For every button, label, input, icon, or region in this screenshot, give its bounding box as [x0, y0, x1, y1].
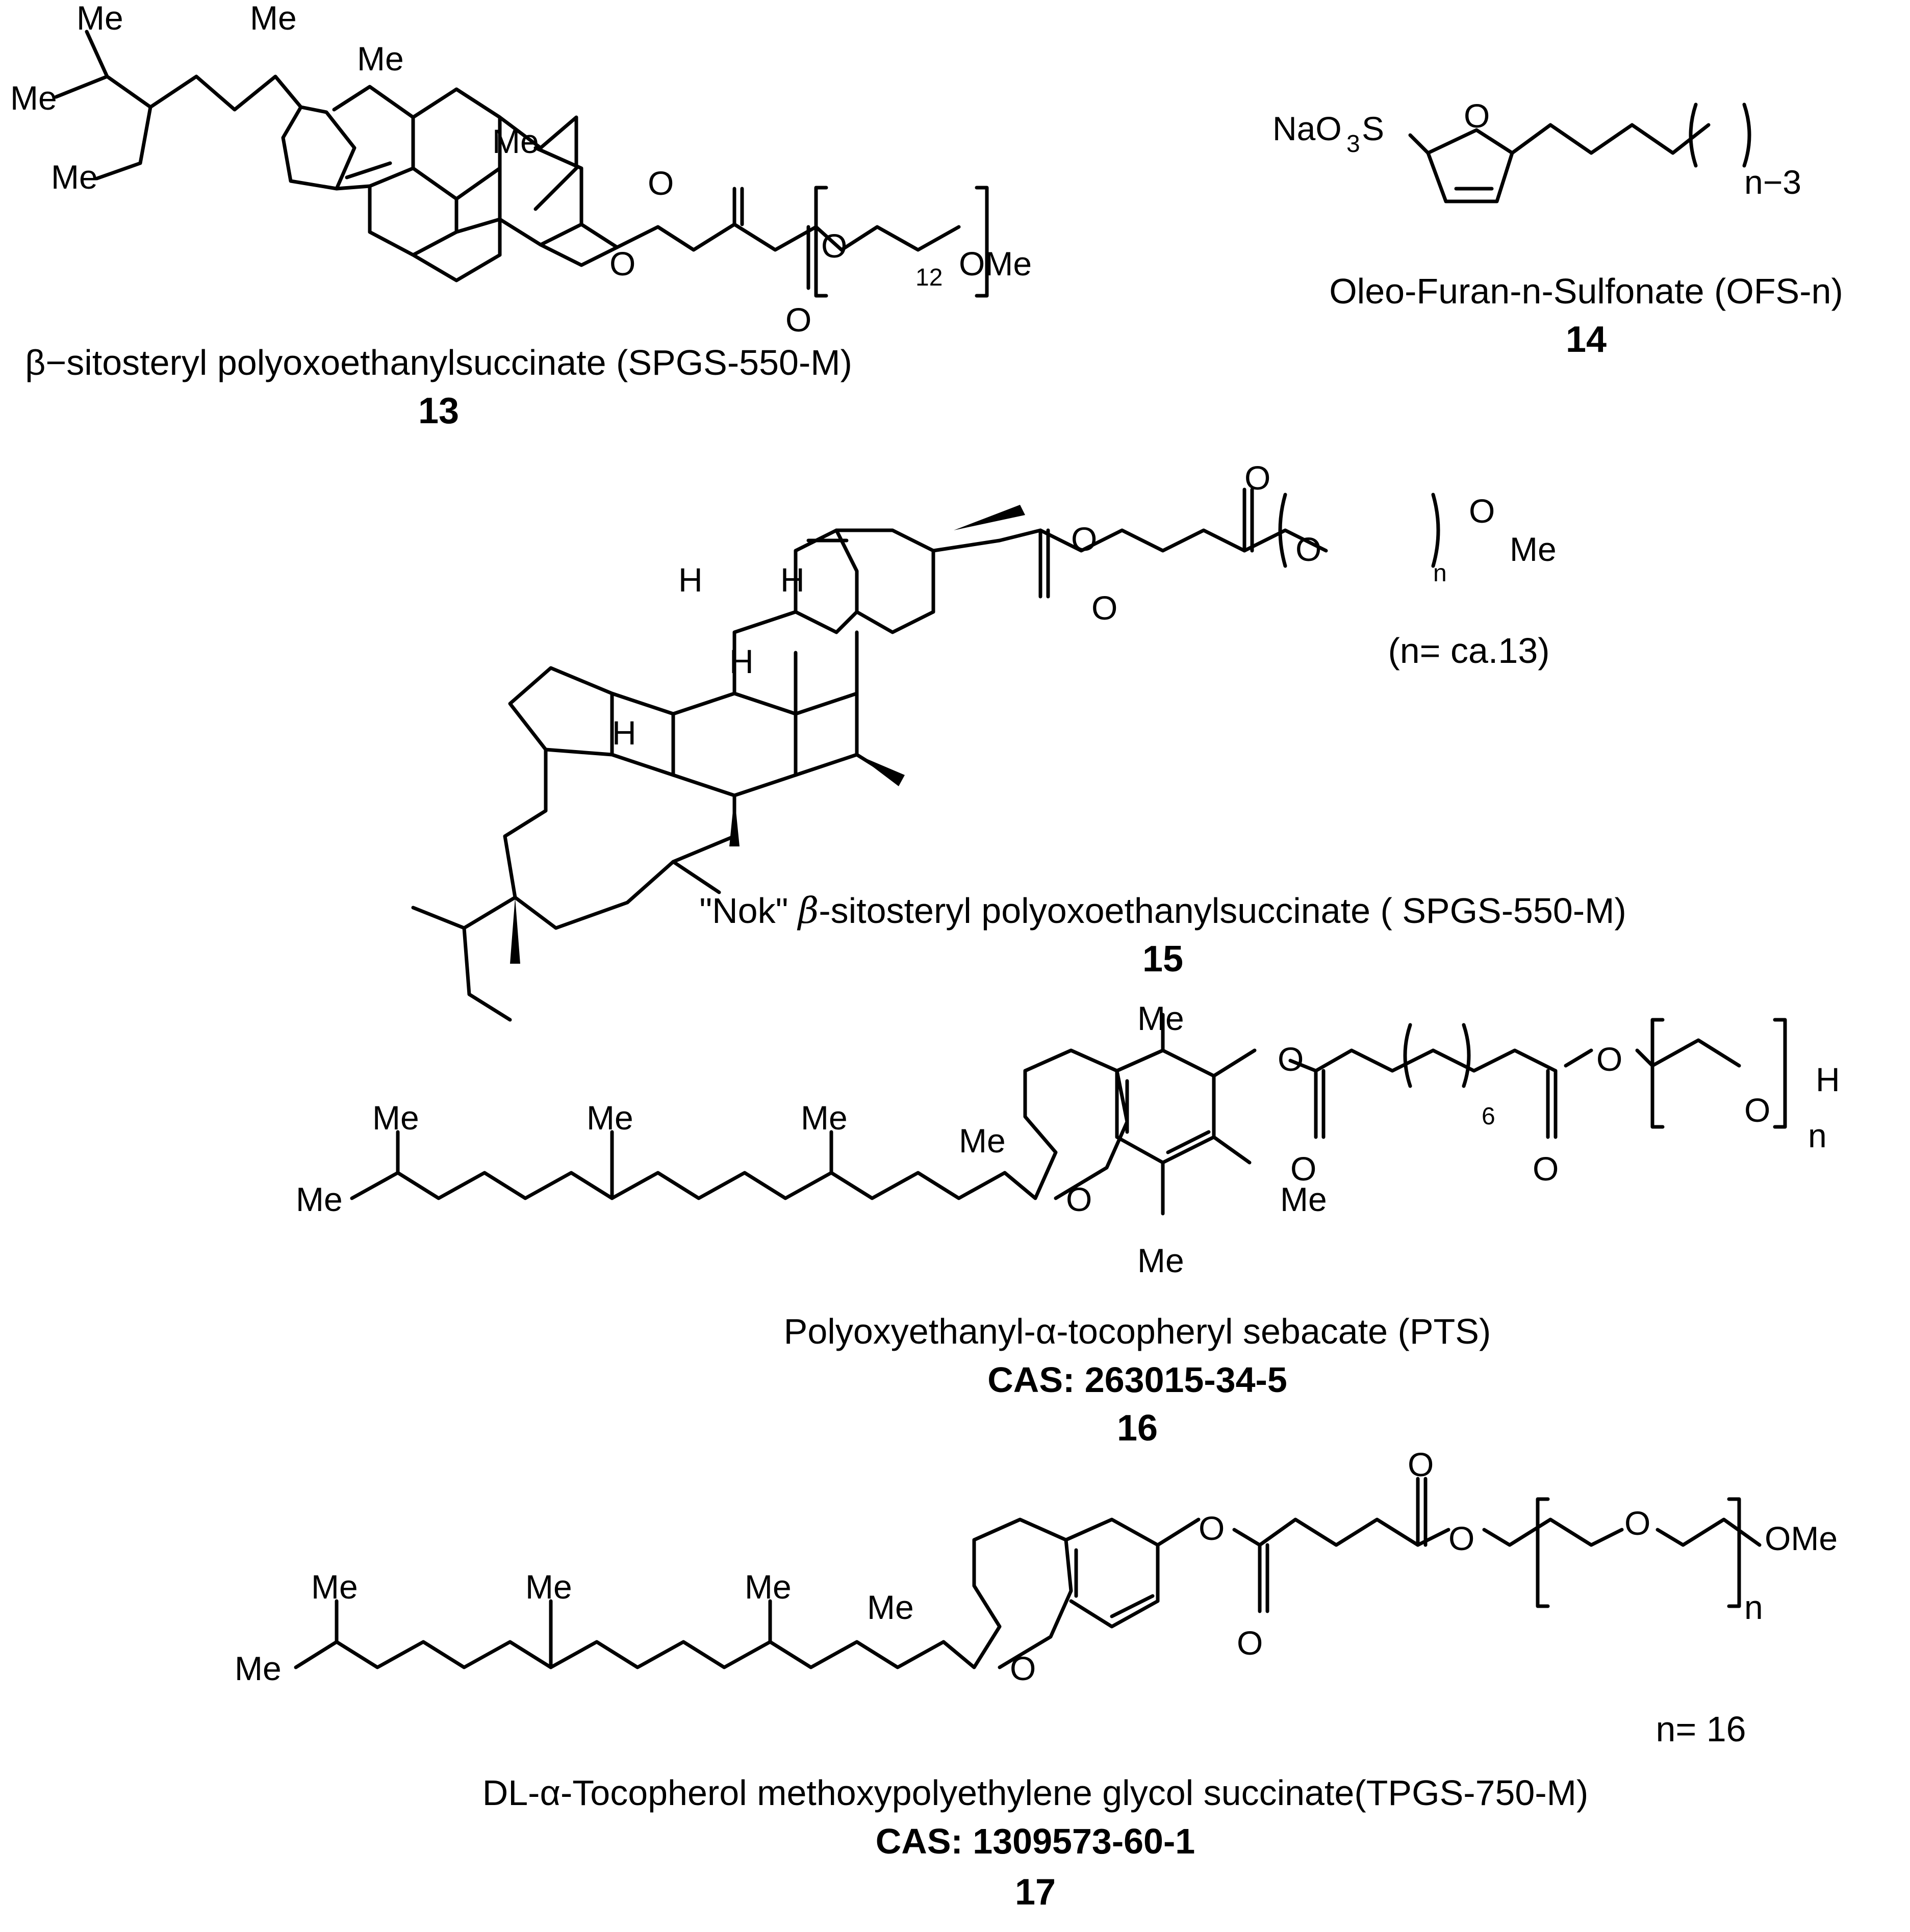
label-me: Me [1280, 1180, 1327, 1218]
repeat-count: n [1433, 560, 1447, 587]
label-o: O [1066, 1180, 1092, 1218]
label-me: Me [867, 1588, 914, 1626]
label-ome: OMe [959, 245, 1032, 282]
label-o: O [1091, 589, 1117, 627]
label-h: H [780, 561, 805, 599]
label-h: H [612, 714, 636, 752]
compound-17-number: 17 [1015, 1872, 1056, 1913]
compound-15-note: (n= ca.13) [1388, 631, 1549, 671]
label-me: Me [51, 158, 98, 196]
label-o: O [1199, 1509, 1225, 1547]
label-s: S [1362, 110, 1384, 147]
label-h: H [729, 642, 754, 680]
label-o: O [1237, 1624, 1263, 1662]
label-me: Me [311, 1568, 358, 1606]
label-me: Me [250, 0, 297, 37]
compound-14-number: 14 [1566, 319, 1607, 360]
label-me: Me [801, 1099, 848, 1137]
label-o: O [648, 164, 674, 202]
label-me: Me [959, 1122, 1006, 1160]
label-me: Me [296, 1180, 343, 1218]
compound-13-structure: Me Me Me Me Me Me O O O O OMe 12 [10, 0, 1032, 339]
label-me: Me [1137, 1242, 1184, 1279]
label-o: O [1533, 1150, 1559, 1188]
label-o: O [1295, 530, 1321, 568]
label-o: O [609, 245, 635, 282]
label-me: Me [235, 1650, 282, 1687]
label-me: Me [745, 1568, 792, 1606]
label-me: Me [372, 1099, 419, 1137]
label-me: Me [1510, 530, 1557, 568]
label-me: Me [77, 0, 123, 37]
compound-17-cas: CAS: 1309573-60-1 [876, 1821, 1195, 1861]
label-o: O [785, 301, 811, 339]
compound-16-name: Polyoxyethanyl-α-tocopheryl sebacate (PT… [784, 1311, 1491, 1351]
label-me: Me [1137, 999, 1184, 1037]
compound-16-cas: CAS: 263015-34-5 [987, 1360, 1287, 1400]
compound-14-structure: NaO 3 S O n−3 [1272, 97, 1801, 203]
label-me: Me [10, 79, 57, 117]
compound-16-number: 16 [1117, 1408, 1158, 1449]
label-na: NaO [1272, 110, 1342, 147]
compound-13-name: β−sitosteryl polyoxoethanylsuccinate (SP… [25, 343, 852, 382]
label-me: Me [357, 40, 404, 78]
label-o: O [1469, 492, 1495, 530]
compound-17-structure: Me Me Me Me Me O O O O O O OMe n [235, 1446, 1838, 1687]
compound-15-structure: H H H H O O O O O Me n [411, 459, 1557, 1022]
label-o: O [1408, 1446, 1434, 1483]
label-o: O [1071, 520, 1097, 558]
compound-17-note: n= 16 [1656, 1709, 1746, 1749]
label-me: Me [525, 1568, 572, 1606]
compound-16-structure: Me Me Me Me Me O Me O O Me Me 6 O O O H … [296, 999, 1840, 1279]
label-ome: OMe [1765, 1519, 1838, 1557]
repeat-count: 6 [1482, 1103, 1495, 1130]
compound-15-name: "Nok" β-sitosteryl polyoxoethanylsuccina… [699, 890, 1626, 932]
label-three: 3 [1346, 131, 1360, 158]
compound-14-name: Oleo-Furan-n-Sulfonate (OFS-n) [1329, 271, 1843, 311]
label-o: O [1244, 459, 1270, 497]
label-o: O [1290, 1150, 1316, 1188]
label-h: H [1816, 1061, 1840, 1098]
label-o: O [1464, 97, 1490, 135]
compound-13-number: 13 [418, 391, 459, 431]
label-o: O [1448, 1519, 1474, 1557]
label-me: Me [492, 122, 539, 160]
compound-17-name: DL-α-Tocopherol methoxypolyethylene glyc… [482, 1773, 1589, 1813]
label-me: Me [587, 1099, 633, 1137]
label-o: O [821, 227, 847, 265]
repeat-count: 12 [915, 264, 943, 291]
repeat-count: n−3 [1744, 163, 1801, 201]
compound-15-number: 15 [1142, 939, 1183, 980]
label-o: O [1744, 1091, 1770, 1129]
label-o: O [1596, 1040, 1622, 1078]
label-o: O [1278, 1040, 1304, 1078]
repeat-count: n [1808, 1117, 1827, 1154]
label-h: H [678, 561, 703, 599]
label-o: O [1624, 1504, 1650, 1542]
repeat-count: n [1744, 1588, 1763, 1626]
label-o: O [1010, 1650, 1036, 1687]
